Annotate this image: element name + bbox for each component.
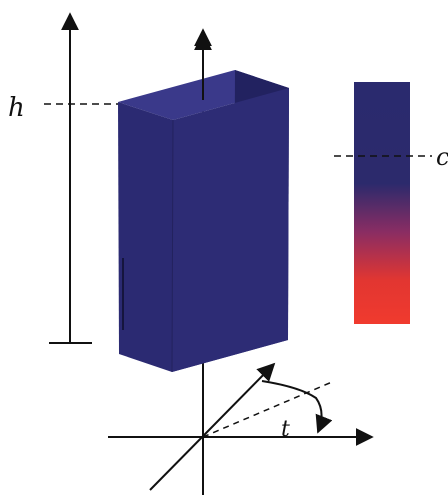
dashed-reference-line [202, 381, 333, 438]
box-right-face [172, 88, 289, 372]
box-front-edge [171, 119, 174, 373]
threshold-label: c [436, 143, 448, 171]
color-scale: c [334, 82, 448, 324]
blue-box [118, 70, 289, 373]
angle-arc [261, 380, 333, 434]
angle-label: t [281, 417, 290, 442]
height-label: h [8, 93, 25, 123]
rotated-vector [149, 362, 276, 491]
color-scale-bar [354, 82, 410, 324]
height-axis: h [8, 12, 122, 344]
coordinate-diagram: t [108, 362, 374, 491]
